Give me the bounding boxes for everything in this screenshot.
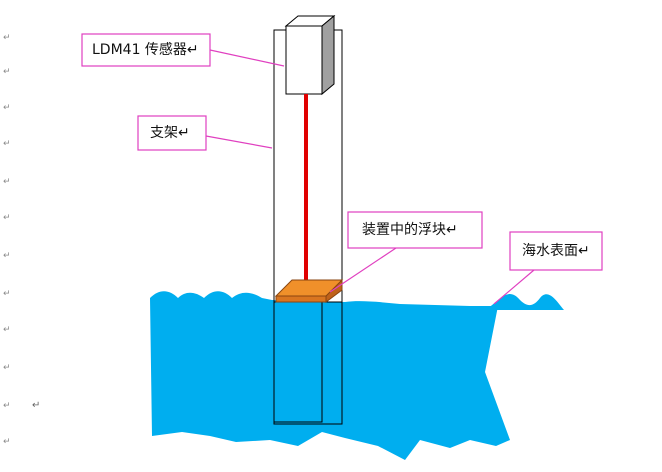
callout-box-sensor: [81, 33, 211, 67]
surface-waves: [488, 294, 564, 310]
label-float: 装置中的浮块↵: [362, 222, 458, 238]
paragraph-mark: ↵: [3, 437, 11, 447]
paragraph-mark: ↵: [3, 139, 11, 149]
callout-leader-sensor: [209, 49, 285, 67]
label-sea-surface: 海水表面↵: [522, 243, 590, 259]
sensor-front: [285, 25, 323, 95]
paragraph-mark: ↵: [3, 213, 11, 223]
callout-box-float: [347, 211, 483, 249]
paragraph-mark: ↵: [3, 401, 11, 411]
paragraph-mark: ↵: [3, 251, 11, 261]
callout-leader-float: [329, 247, 397, 293]
paragraph-mark: ↵: [3, 289, 11, 299]
callout-leader-sea-surface: [493, 269, 535, 305]
paragraph-mark: ↵: [3, 363, 11, 373]
float-front: [275, 295, 327, 303]
callout-leader-bracket: [205, 135, 273, 149]
callout-box-sea-surface: [509, 231, 603, 271]
callout-box-bracket: [137, 115, 207, 151]
return-mark: ↵: [32, 400, 41, 411]
label-sensor: LDM41 传感器↵: [92, 42, 199, 58]
sensor-side: [321, 14, 335, 96]
label-bracket: 支架↵: [150, 125, 190, 141]
paragraph-mark: ↵: [3, 177, 11, 187]
paragraph-mark: ↵: [3, 67, 11, 77]
paragraph-mark: ↵: [3, 103, 11, 113]
paragraph-mark: ↵: [3, 33, 11, 43]
paragraph-mark: ↵: [3, 325, 11, 335]
seawater-body: [150, 291, 510, 460]
